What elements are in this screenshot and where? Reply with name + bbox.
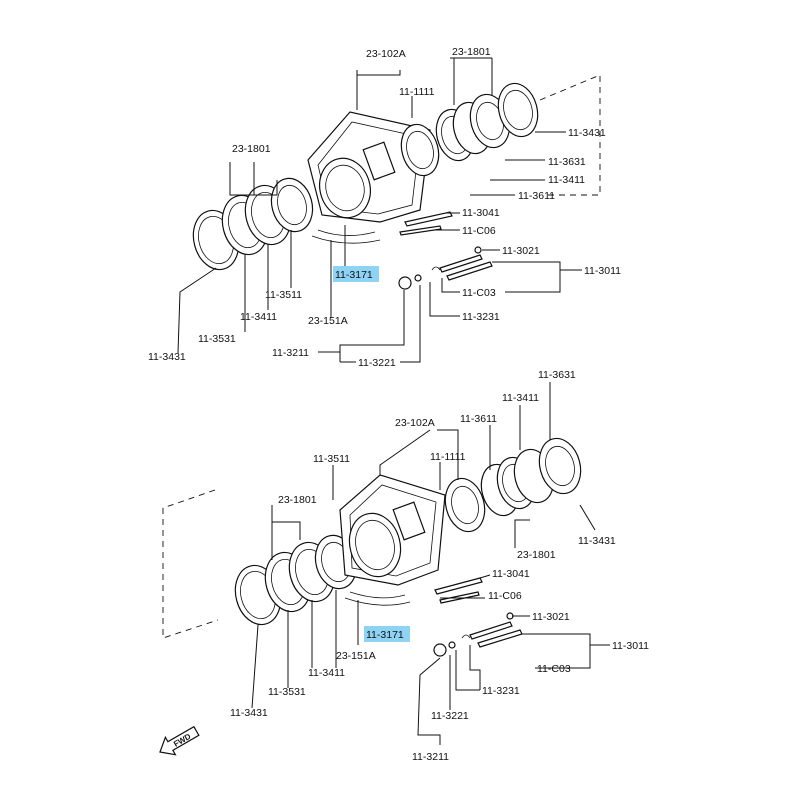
fwd-arrow-icon: FWD (159, 725, 200, 756)
label-11-1111-bottom: 11-1111 (430, 451, 466, 463)
highlight-11-3171-bottom (364, 626, 410, 642)
bottom-assembly: 11-3631 11-3411 11-3611 23-102A 11-3511 … (162, 369, 649, 763)
label-11-3611-top: 11-3611 (518, 190, 555, 202)
label-23-1801-bottom-right: 23-1801 (517, 549, 556, 561)
label-23-151A-top: 23-151A (308, 315, 348, 327)
label-11-C03-bottom: 11-C03 (537, 663, 571, 675)
label-11-3171-top: 11-3171 (335, 269, 373, 281)
bottom-right-stack (444, 437, 582, 533)
label-11-3411-top-left: 11-3411 (240, 311, 277, 323)
label-11-3021-bottom: 11-3021 (532, 611, 570, 623)
label-11-3631-bottom: 11-3631 (538, 369, 576, 381)
label-11-3211-top: 11-3211 (272, 347, 309, 359)
highlight-11-3171-top (333, 266, 379, 282)
label-11-3411-bottom-right: 11-3411 (502, 392, 539, 404)
label-11-3431-top-left: 11-3431 (148, 351, 186, 363)
bottom-rotor (339, 474, 446, 606)
label-23-1801-top-left: 23-1801 (232, 143, 271, 155)
label-11-3431-top-right: 11-3431 (568, 127, 606, 139)
top-left-bearing-stack (221, 177, 314, 256)
label-11-3431-bottom-right: 11-3431 (578, 535, 616, 547)
bottom-leader-lines (251, 382, 610, 745)
label-11-3211-bottom: 11-3211 (412, 751, 449, 763)
label-11-3221-bottom: 11-3221 (431, 710, 469, 722)
top-leader-lines (177, 57, 582, 363)
top-assembly: 23-102A 23-1801 11-1111 11-3431 11-3631 … (148, 46, 621, 369)
label-11-3041-bottom: 11-3041 (492, 568, 530, 580)
label-11-3631-top: 11-3631 (548, 156, 586, 168)
label-11-3231-bottom: 11-3231 (482, 685, 520, 697)
label-11-C06-bottom: 11-C06 (488, 590, 522, 602)
label-11-3431-bottom-left: 11-3431 (230, 707, 268, 719)
label-11-3611-bottom: 11-3611 (460, 413, 497, 425)
label-11-3411-top-right: 11-3411 (548, 174, 585, 186)
label-11-3011-top: 11-3011 (584, 265, 621, 277)
label-11-3021-top: 11-3021 (502, 245, 540, 257)
label-11-3531-bottom: 11-3531 (268, 686, 306, 698)
label-11-C06-top: 11-C06 (462, 225, 496, 237)
label-23-102A-bottom: 23-102A (395, 417, 435, 429)
label-23-1801-bottom-left: 23-1801 (278, 494, 317, 506)
label-11-3221-top: 11-3221 (358, 357, 396, 369)
top-rotor (307, 111, 431, 244)
label-11-3511-bottom: 11-3511 (313, 453, 350, 465)
label-23-1801-top-right: 23-1801 (452, 46, 491, 58)
top-small-parts (398, 211, 493, 290)
label-11-3041-top: 11-3041 (462, 207, 500, 219)
label-11-3231-top: 11-3231 (462, 311, 500, 323)
label-11-3411-bottom-left: 11-3411 (308, 667, 345, 679)
label-11-3531-top: 11-3531 (198, 333, 236, 345)
label-11-3011-bottom: 11-3011 (612, 640, 649, 652)
bottom-labels: 11-3631 11-3411 11-3611 23-102A 11-3511 … (230, 369, 649, 763)
top-labels: 23-102A 23-1801 11-1111 11-3431 11-3631 … (148, 46, 621, 369)
label-11-3511-top: 11-3511 (265, 289, 302, 301)
label-11-3171-bottom: 11-3171 (366, 629, 404, 641)
top-right-stack (400, 82, 539, 177)
label-11-1111-top: 11-1111 (399, 86, 435, 98)
label-23-151A-bottom: 23-151A (336, 650, 376, 662)
label-23-102A-top: 23-102A (366, 48, 406, 60)
label-11-C03-top: 11-C03 (462, 287, 496, 299)
